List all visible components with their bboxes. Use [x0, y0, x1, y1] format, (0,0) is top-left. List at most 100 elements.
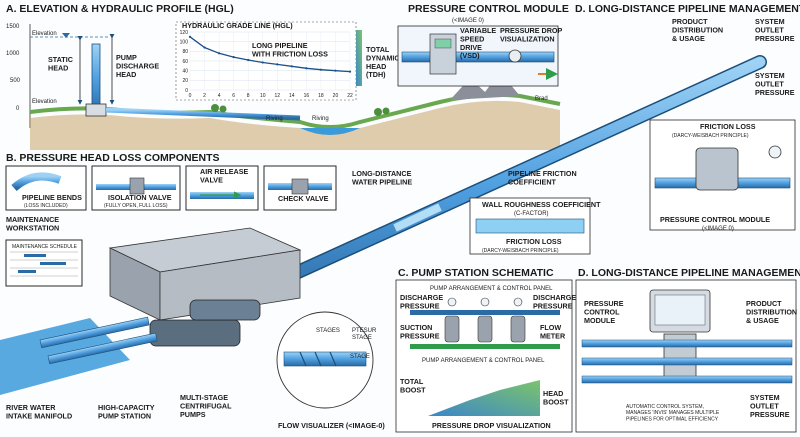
tdh-bar: [356, 30, 362, 86]
hgl-x-tick-label: 6: [232, 93, 235, 99]
friction-loss-title: FRICTION LOSS: [700, 122, 756, 131]
pipeline-cutaway: [393, 203, 442, 232]
hgl-x-tick-label: 2: [203, 93, 206, 99]
pump-house: [85, 103, 107, 117]
pump-arrangement-top-label: PUMP ARRANGEMENT & CONTROL PANEL: [430, 286, 553, 292]
gauge-icon: [513, 297, 523, 307]
friction-loss-label: FRICTION LOSS: [506, 237, 562, 246]
riving-label-2: Riving: [312, 116, 329, 122]
hgl-x-tick-label: 12: [274, 93, 280, 99]
hgl-x-tick-label: 10: [260, 93, 266, 99]
discharge-header: [410, 310, 560, 315]
section-c: C. PUMP STATION SCHEMATIC PUMP ARRANGEME…: [395, 267, 576, 433]
schedule-grid: [10, 251, 78, 277]
schematic-pumps: [444, 297, 526, 343]
hgl-point: [247, 58, 250, 62]
hgl-point: [261, 61, 264, 64]
tree-icon: [382, 107, 390, 115]
pump-icon: [510, 315, 526, 343]
automatic-control-label: AUTOMATIC CONTROL SYSTEM,MANAGES 'INVIS'…: [626, 404, 720, 422]
pump-arrangement-bottom-label: PUMP ARRANGEMENT & CONTROL PANEL: [422, 358, 545, 364]
hgl-point: [334, 69, 337, 72]
elevation-bottom-label: Elevation: [32, 99, 57, 105]
hgl-y-tick-label: 80: [182, 49, 188, 55]
suction-header: [410, 344, 560, 349]
pressure-boost-area: [428, 380, 540, 416]
isolation-valve-label: ISOLATION VALVE: [108, 193, 172, 202]
isolation-valve-icon: [129, 177, 145, 195]
hgl-series-line: [189, 36, 351, 73]
c-factor-label: (C-FACTOR): [514, 211, 549, 217]
riser-pipe: [91, 43, 101, 115]
hgl-x-tick-label: 8: [247, 93, 250, 99]
hgl-y-tick-label: 60: [182, 59, 188, 65]
wall-roughness-label: WALL ROUGHNESS COEFFICIENT: [482, 200, 601, 209]
pipeline-bends-sub: (LOSS INCLUDED): [24, 203, 68, 209]
hgl-point: [319, 68, 323, 71]
section-a-title: A. ELEVATION & HYDRAULIC PROFILE (HGL): [6, 3, 234, 15]
section-c-title: C. PUMP STATION SCHEMATIC: [398, 267, 554, 279]
tree-icon: [374, 108, 382, 116]
tree-icon: [211, 104, 219, 112]
hgl-y-tick-label: 100: [180, 39, 189, 45]
hgl-grid: [189, 31, 351, 91]
hgl-chart-title: HYDRAULIC GRADE LINE (HGL): [182, 21, 293, 30]
hgl-point: [232, 56, 235, 59]
y-tick-1500: 1500: [6, 24, 20, 30]
section-b-title: B. PRESSURE HEAD LOSS COMPONENTS: [6, 152, 220, 164]
gauge-icon: [480, 297, 490, 307]
centrifugal-pump-icon: [189, 299, 261, 321]
intake-pipe: [39, 316, 150, 349]
vsd-display: [434, 38, 452, 49]
hgl-x-tick-label: 4: [218, 93, 221, 99]
hgl-y-tick-label: 20: [182, 78, 188, 84]
ground-pipe: [105, 107, 301, 121]
stage-label: STAGE: [350, 354, 370, 360]
hgl-point: [188, 35, 192, 38]
managed-pipelines: [581, 339, 793, 384]
pump-icon: [477, 315, 493, 343]
intake-pipe: [47, 332, 158, 365]
friction-loss-darcy: (DARCY-WEISBACH PRINCIPLE): [672, 133, 749, 139]
bend-pipe-icon: [11, 172, 62, 192]
hgl-x-tick-label: 22: [347, 93, 353, 99]
check-valve-label: CHECK VALVE: [278, 194, 329, 203]
tree-icon: [219, 105, 227, 113]
y-tick-500: 500: [10, 78, 21, 84]
river: [300, 128, 360, 135]
hgl-x-tick-label: 0: [189, 93, 192, 99]
flow-visualizer-label: FLOW VISUALIZER (<IMAGE-0): [278, 421, 385, 430]
section-b: B. PRESSURE HEAD LOSS COMPONENTS PIPELIN…: [5, 152, 337, 211]
hgl-point: [305, 67, 308, 70]
hgl-x-tick-label: 14: [289, 93, 295, 99]
hgl-x-tick-label: 20: [333, 93, 339, 99]
water-level-icon: [62, 33, 70, 38]
hgl-point: [290, 65, 293, 68]
pcm-pipe: [401, 51, 555, 63]
pressure-gauge-icon: [508, 49, 522, 63]
